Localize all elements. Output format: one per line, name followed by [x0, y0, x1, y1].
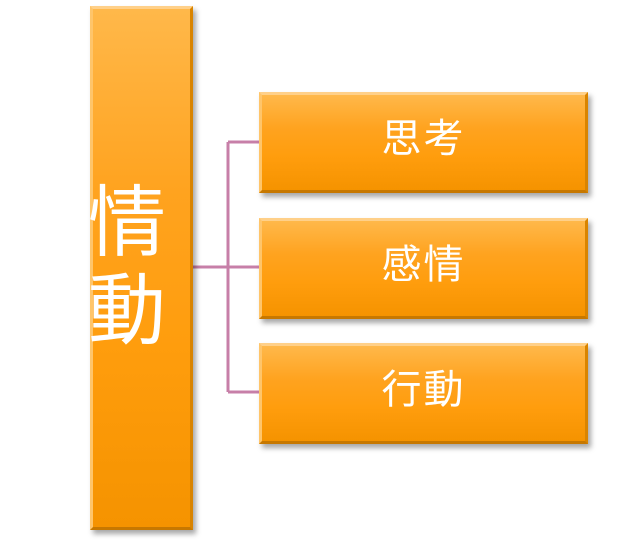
- child-node-label: 感情: [381, 241, 466, 288]
- child-node-label: 思考: [381, 115, 466, 162]
- child-node-label: 行動: [381, 366, 466, 413]
- root-node-label: 情動: [75, 181, 165, 357]
- child-node-action: 行動: [259, 343, 588, 444]
- root-node: 情動: [75, 6, 193, 530]
- child-node-feeling: 感情: [259, 218, 588, 319]
- child-node-thinking: 思考: [259, 92, 588, 193]
